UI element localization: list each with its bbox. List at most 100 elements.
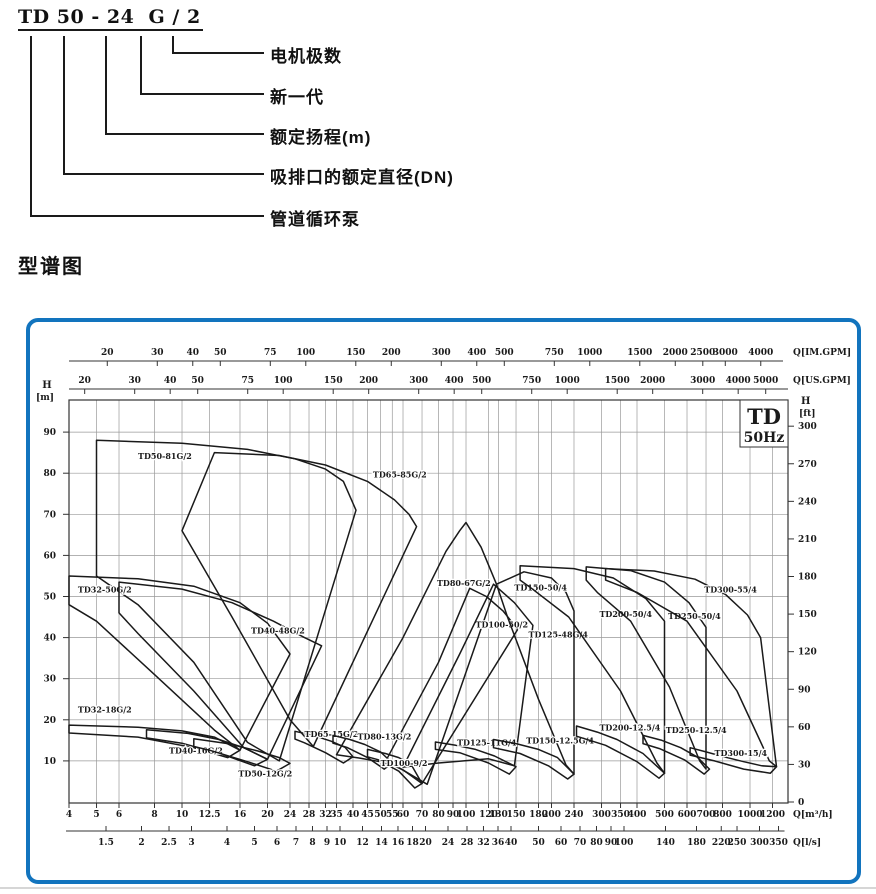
tick-label-ls: 14 [375, 838, 388, 848]
tick-label-ls: 300 [750, 838, 769, 848]
tick-label-m3h: 1000 [737, 810, 762, 820]
connector-line [30, 36, 32, 215]
tick-label-m3h: 600 [678, 810, 697, 820]
tick-label-m3h: 90 [447, 810, 460, 820]
tick-label-m3h: 700 [697, 810, 716, 820]
tick-label-head-ft: 210 [798, 535, 817, 545]
tick-label-m3h: 55 [386, 810, 399, 820]
axis-unit-head-m: [m] [36, 393, 54, 403]
corner-label-frequency: 50Hz [744, 430, 785, 446]
pump-region [181, 451, 418, 748]
pump-region [642, 734, 711, 775]
tick-label-imgpm: 20 [101, 348, 114, 358]
pump-region [294, 730, 354, 764]
tick-label-imgpm: 2500 [690, 348, 715, 358]
tick-label-ls: 220 [712, 838, 731, 848]
tick-label-ls: 50 [532, 838, 545, 848]
tick-label-ls: 2.5 [161, 838, 177, 848]
tick-label-ls: 20 [419, 838, 432, 848]
tick-label-usgpm: 75 [241, 376, 254, 386]
tick-label-imgpm: 40 [187, 348, 200, 358]
tick-label-m3h: 100 [457, 810, 476, 820]
code-annotation-head: 额定扬程(m) [270, 128, 372, 147]
pump-region [689, 746, 778, 774]
tick-label-head-ft: 240 [798, 497, 817, 507]
tick-label-usgpm: 750 [522, 376, 541, 386]
tick-label-usgpm: 150 [324, 376, 343, 386]
corner-label-series: TD [747, 404, 781, 429]
tick-label-m3h: 32 [319, 810, 332, 820]
tick-label-ls: 70 [574, 838, 587, 848]
pump-region [492, 738, 575, 780]
pump-region [384, 587, 519, 785]
pump-region-label: TD200-12.5/4 [599, 722, 660, 732]
tick-label-m3h: 200 [542, 810, 561, 820]
pump-region [366, 748, 423, 789]
tick-label-imgpm: 150 [346, 348, 365, 358]
tick-label-ls: 36 [492, 838, 505, 848]
tick-label-m3h: 20 [261, 810, 274, 820]
code-token-slash: / [172, 6, 180, 28]
tick-label-head-m: 70 [43, 510, 56, 520]
tick-label-ls: 24 [442, 838, 455, 848]
tick-label-ls: 250 [728, 838, 747, 848]
tick-label-ls: 18 [406, 838, 419, 848]
code-token-series: TD [18, 6, 50, 28]
pump-region-label: TD80-13G/2 [358, 732, 412, 742]
tick-label-ls: 140 [656, 838, 675, 848]
pump-region [495, 571, 575, 775]
pump-region-label: TD65-15G/2 [305, 729, 359, 739]
tick-label-m3h: 16 [234, 810, 247, 820]
tick-label-ls: 2 [138, 838, 144, 848]
code-token-poles: 2 [186, 6, 201, 28]
tick-label-m3h: 35 [330, 810, 343, 820]
pump-region [519, 564, 666, 774]
tick-label-m3h: 130 [489, 810, 508, 820]
pump-region [118, 581, 323, 761]
tick-label-m3h: 4 [66, 810, 72, 820]
tick-label-ls: 16 [392, 838, 405, 848]
tick-label-imgpm: 200 [382, 348, 401, 358]
connector-line [172, 36, 174, 52]
code-token-dash: - [91, 6, 100, 28]
code-annotation-series: 管道循环泵 [270, 210, 360, 229]
pump-region-label: TD40-48G/2 [251, 625, 305, 635]
tick-label-ls: 60 [555, 838, 568, 848]
tick-label-m3h: 6 [116, 810, 122, 820]
pump-region-label: TD150-50/4 [514, 582, 567, 592]
tick-label-ls: 4 [224, 838, 230, 848]
tick-label-head-ft: 90 [798, 685, 811, 695]
tick-label-imgpm: 30 [151, 348, 164, 358]
tick-label-imgpm: 3000 [713, 348, 738, 358]
pump-region [434, 741, 517, 775]
tick-label-m3h: 240 [565, 810, 584, 820]
tick-label-head-ft: 180 [798, 573, 817, 583]
tick-label-ls: 10 [334, 838, 347, 848]
tick-label-m3h: 28 [303, 810, 316, 820]
tick-label-m3h: 800 [713, 810, 732, 820]
tick-label-head-m: 80 [43, 469, 56, 479]
pump-region-label: TD50-81G/2 [138, 451, 192, 461]
code-token-head: 24 [106, 6, 135, 28]
tick-label-usgpm: 5000 [753, 376, 778, 386]
tick-label-ls: 100 [615, 838, 634, 848]
code-annotation-dn: 吸排口的额定直径(DN) [270, 168, 454, 187]
code-annotation-gen: 新一代 [270, 88, 324, 107]
pump-region-label: TD125-11G/4 [457, 737, 517, 747]
tick-label-usgpm: 500 [472, 376, 491, 386]
tick-label-head-m: 60 [43, 551, 56, 561]
tick-label-m3h: 12.5 [199, 810, 221, 820]
pump-region [95, 439, 357, 762]
tick-label-usgpm: 4000 [726, 376, 751, 386]
tick-label-head-ft: 60 [798, 723, 811, 733]
tick-label-ls: 28 [461, 838, 474, 848]
pump-region-label: TD250-50/4 [668, 611, 721, 621]
tick-label-head-m: 30 [43, 675, 56, 685]
tick-label-ls: 32 [477, 838, 490, 848]
tick-label-m3h: 180 [529, 810, 548, 820]
tick-label-head-m: 50 [43, 593, 56, 603]
section-title: 型谱图 [18, 256, 84, 278]
tick-label-m3h: 150 [507, 810, 526, 820]
pump-region-label: TD32-50G/2 [78, 584, 132, 594]
